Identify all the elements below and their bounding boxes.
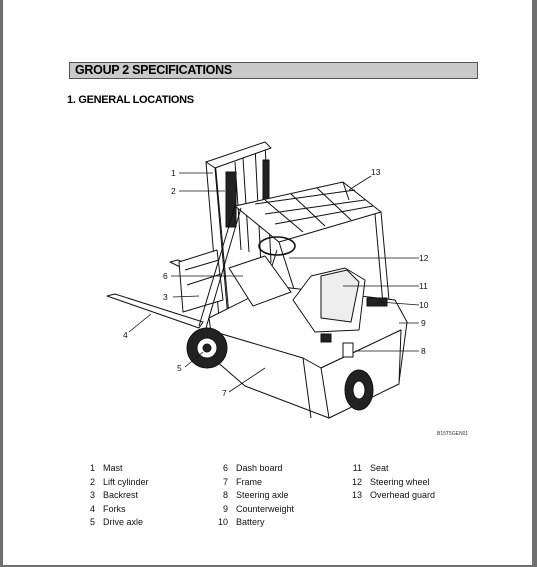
figure-code: B15T5GEN01	[437, 431, 469, 437]
legend-label: Steering wheel	[370, 476, 430, 487]
legend-label: Battery	[236, 517, 265, 527]
legend-number: 2	[89, 476, 95, 487]
legend-item: 12 Steering wheel	[346, 476, 435, 490]
legend-number: 4	[89, 503, 95, 514]
legend-item: 6 Dash board	[212, 462, 294, 476]
callout-10: 10	[419, 300, 429, 310]
legend-label: Forks	[103, 503, 126, 514]
callout-13: 13	[371, 167, 381, 177]
legend-label: Mast	[103, 463, 123, 473]
legend-number: 1	[89, 463, 95, 473]
callout-9: 9	[421, 318, 426, 328]
legend-item: 8 Steering axle	[212, 489, 294, 503]
legend-number: 3	[89, 490, 95, 500]
legend-column-2: 6 Dash board 7 Frame 8 Steering axle 9 Count…	[212, 462, 294, 530]
legend-label: Steering axle	[236, 490, 289, 500]
legend-label: Drive axle	[103, 517, 144, 527]
legend-number: 11	[352, 463, 362, 473]
legend-number: 13	[351, 490, 362, 500]
legend-label: Backrest	[103, 490, 139, 500]
legend-item: 5 Drive axle	[79, 516, 149, 530]
legend-item: 3 Backrest	[79, 489, 149, 503]
callout-11: 11	[419, 281, 428, 291]
section-title: 1. GENERAL LOCATIONS	[67, 94, 194, 106]
callout-6: 6	[163, 271, 168, 281]
fork-left	[106, 293, 204, 329]
legend-label: Lift cylinder	[103, 476, 149, 487]
legend-item: 4 Forks	[79, 503, 149, 517]
legend-item: 13 Overhead guard	[346, 489, 435, 503]
callout-12: 12	[419, 253, 429, 263]
legend-item: 7 Frame	[212, 476, 294, 490]
mast-top	[205, 141, 272, 169]
callout-1: 1	[171, 168, 176, 178]
steering-wheel	[258, 236, 296, 256]
callout-7: 7	[222, 388, 227, 398]
legend-item: 1 Mast	[79, 462, 149, 476]
legend-column-3: 11 Seat 12 Steering wheel 13 Overhead guard	[346, 462, 435, 503]
legend-number: 10	[217, 517, 228, 527]
legend-item: 2 Lift cylinder	[79, 476, 149, 490]
legend-label: Frame	[236, 476, 263, 487]
callout-4: 4	[123, 330, 128, 340]
group-title-bar: GROUP 2 SPECIFICATIONS	[69, 62, 478, 79]
legend-number: 8	[222, 490, 228, 500]
legend-label: Dash board	[236, 463, 283, 473]
callout-5: 5	[177, 363, 182, 373]
legend-label: Overhead guard	[370, 490, 436, 500]
callout-8: 8	[421, 346, 426, 356]
legend-item: 9 Counterweight	[212, 503, 294, 517]
lift-cylinder	[225, 171, 237, 228]
legend-number: 7	[222, 476, 228, 487]
legend-number: 5	[89, 517, 95, 527]
legend-label: Seat	[370, 463, 389, 473]
legend-number: 12	[351, 476, 362, 487]
dash-board	[228, 255, 292, 307]
legend-label: Counterweight	[236, 503, 295, 514]
legend-number: 9	[222, 503, 228, 514]
legend-number: 6	[222, 463, 228, 473]
legend-item: 11 Seat	[346, 462, 435, 476]
callout-2: 2	[171, 186, 176, 196]
backrest	[178, 249, 224, 313]
document-page: GROUP 2 SPECIFICATIONS 1. GENERAL LOCATI…	[3, 0, 532, 565]
callout-3: 3	[163, 292, 168, 302]
legend-item: 10 Battery	[212, 516, 294, 530]
forklift-illustration: 1 2 3 4 5 6 7 8 9 10 11 12 13	[106, 141, 429, 419]
